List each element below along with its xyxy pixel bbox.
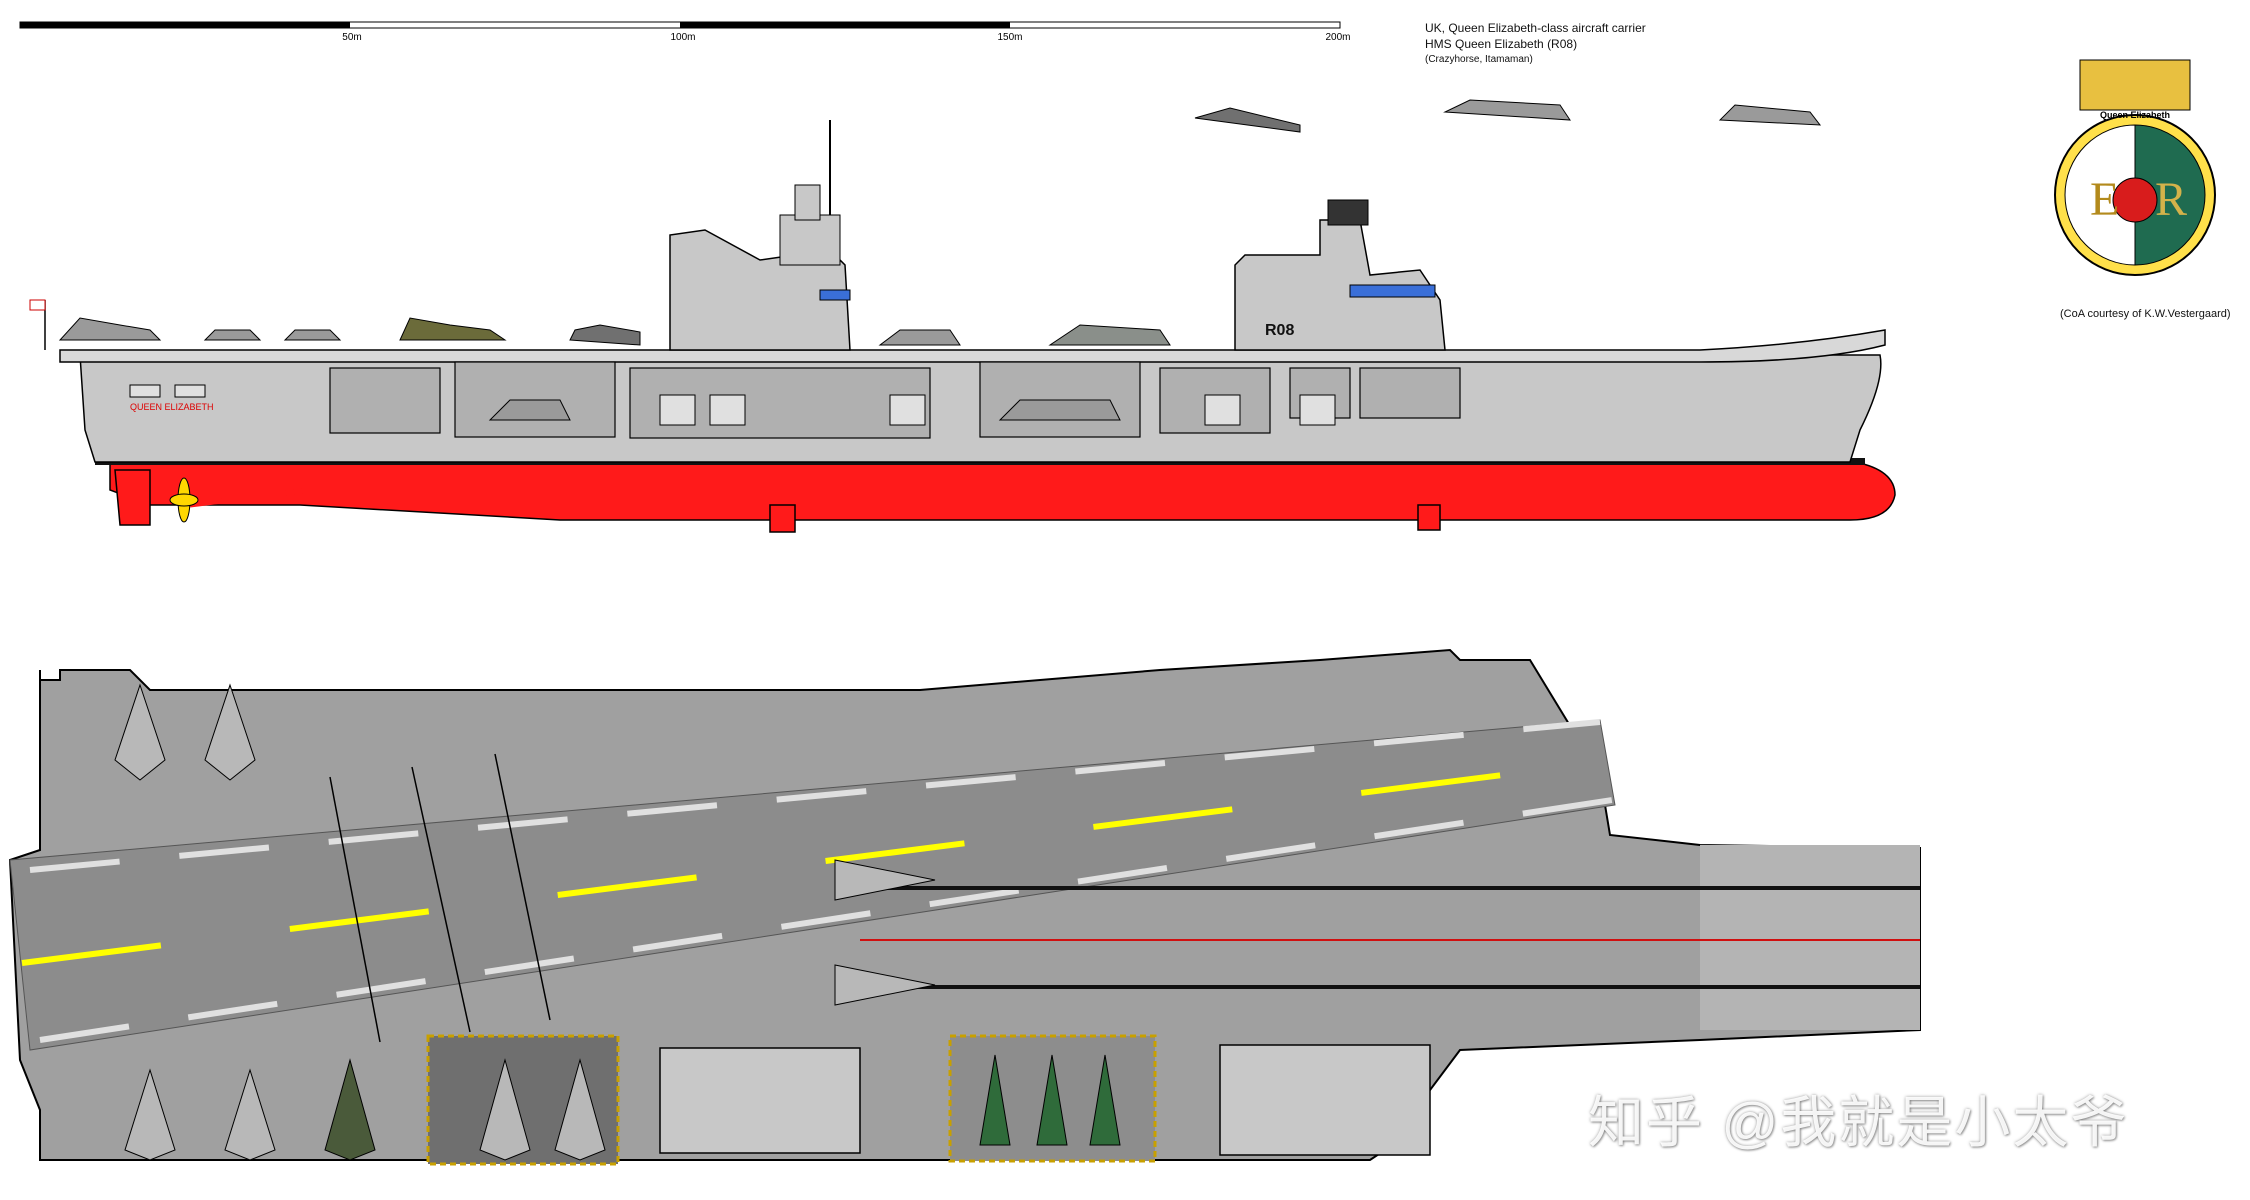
arrestor-wires	[329, 753, 551, 1043]
stabilizer-2	[1417, 504, 1441, 531]
rudder	[114, 469, 151, 526]
top-view	[8, 648, 1921, 1166]
aft-island-top	[659, 1047, 861, 1154]
credits-block: UK, Queen Elizabeth-class aircraft carri…	[1425, 20, 1646, 68]
hull-hatches	[129, 384, 1336, 426]
hangar-jet	[488, 399, 571, 421]
f35-top-2	[479, 1058, 531, 1161]
f35-side-1	[203, 329, 262, 341]
hangar-aircraft	[488, 399, 1121, 421]
typhoon-side	[58, 317, 162, 341]
typhoon-flight	[1718, 104, 1822, 126]
credits-line-1: UK, Queen Elizabeth-class aircraft carri…	[1425, 21, 1646, 35]
side-profile: QUEEN ELIZABETH R08	[29, 120, 1896, 533]
forward-bridge-windows	[1349, 284, 1436, 298]
scale-label-150: 150m	[997, 32, 1022, 43]
typhoon-top-3	[124, 1068, 176, 1161]
crest-rose	[2112, 177, 2158, 223]
crest-crown	[2079, 59, 2191, 111]
typhoon-launch-2	[834, 964, 936, 1006]
aft-bridge-windows	[819, 289, 851, 301]
helo-top-1	[979, 1054, 1011, 1146]
aft-island-upper	[779, 214, 841, 266]
helo-top-3	[1089, 1054, 1121, 1146]
coa-credit: (CoA courtesy of K.W.Vestergaard)	[2060, 308, 2231, 320]
runway-edge-lower	[39, 797, 1613, 1043]
helo-top-2	[1036, 1054, 1068, 1146]
launch-lanes	[860, 845, 1920, 1030]
airborne-aircraft	[1194, 99, 1822, 133]
flight-deck-edge	[59, 329, 1886, 363]
hull-underwater	[109, 461, 1896, 521]
typhoon-top-1	[114, 683, 166, 781]
pennant-number: R08	[1265, 322, 1294, 339]
angled-runway	[9, 719, 1616, 1051]
scale-label-200: 200m	[1325, 32, 1350, 43]
propeller	[169, 477, 311, 523]
typhoon-launch-1	[834, 859, 936, 901]
stabilizer-1	[769, 504, 796, 533]
scale-label-100: 100m	[670, 32, 695, 43]
crest-ribbon-text: Queen Elizabeth	[2100, 110, 2170, 120]
harrier-side	[399, 317, 507, 341]
crest-letter-right: R	[2155, 173, 2187, 226]
ensign-flag	[29, 299, 46, 311]
osprey-side	[569, 324, 641, 346]
forward-island-top	[1219, 1044, 1431, 1156]
f35-side-2	[283, 329, 342, 341]
radar-array	[1327, 199, 1369, 226]
credits-line-3: (Crazyhorse, Itamaman)	[1425, 54, 1533, 65]
osprey-flight	[1194, 107, 1301, 133]
merlin-side	[1048, 324, 1171, 346]
parked-aircraft	[114, 683, 1121, 1161]
typhoon-top-4	[224, 1068, 276, 1161]
scale-bar: 50m 100m 150m 200m	[19, 21, 1351, 43]
aft-mast-base	[794, 184, 821, 221]
scale-label-50: 50m	[342, 32, 361, 43]
crest-letter-left: E	[2090, 173, 2119, 226]
deck-aircraft-side	[58, 317, 1171, 346]
hull-name: QUEEN ELIZABETH	[130, 402, 214, 412]
hangar-helicopter	[998, 399, 1121, 421]
f35-top-3	[554, 1058, 606, 1161]
watermark: 知乎 @我就是小太爷	[1588, 1091, 2129, 1154]
f35-side-3	[878, 329, 961, 346]
typhoon-top-2	[204, 683, 256, 781]
credits-line-2: HMS Queen Elizabeth (R08)	[1425, 37, 1578, 51]
f35-top-1	[324, 1058, 376, 1161]
runway-edge-upper	[29, 719, 1601, 873]
crest: E R Queen Elizabeth	[2054, 59, 2216, 276]
merlin-flight	[1443, 99, 1571, 121]
